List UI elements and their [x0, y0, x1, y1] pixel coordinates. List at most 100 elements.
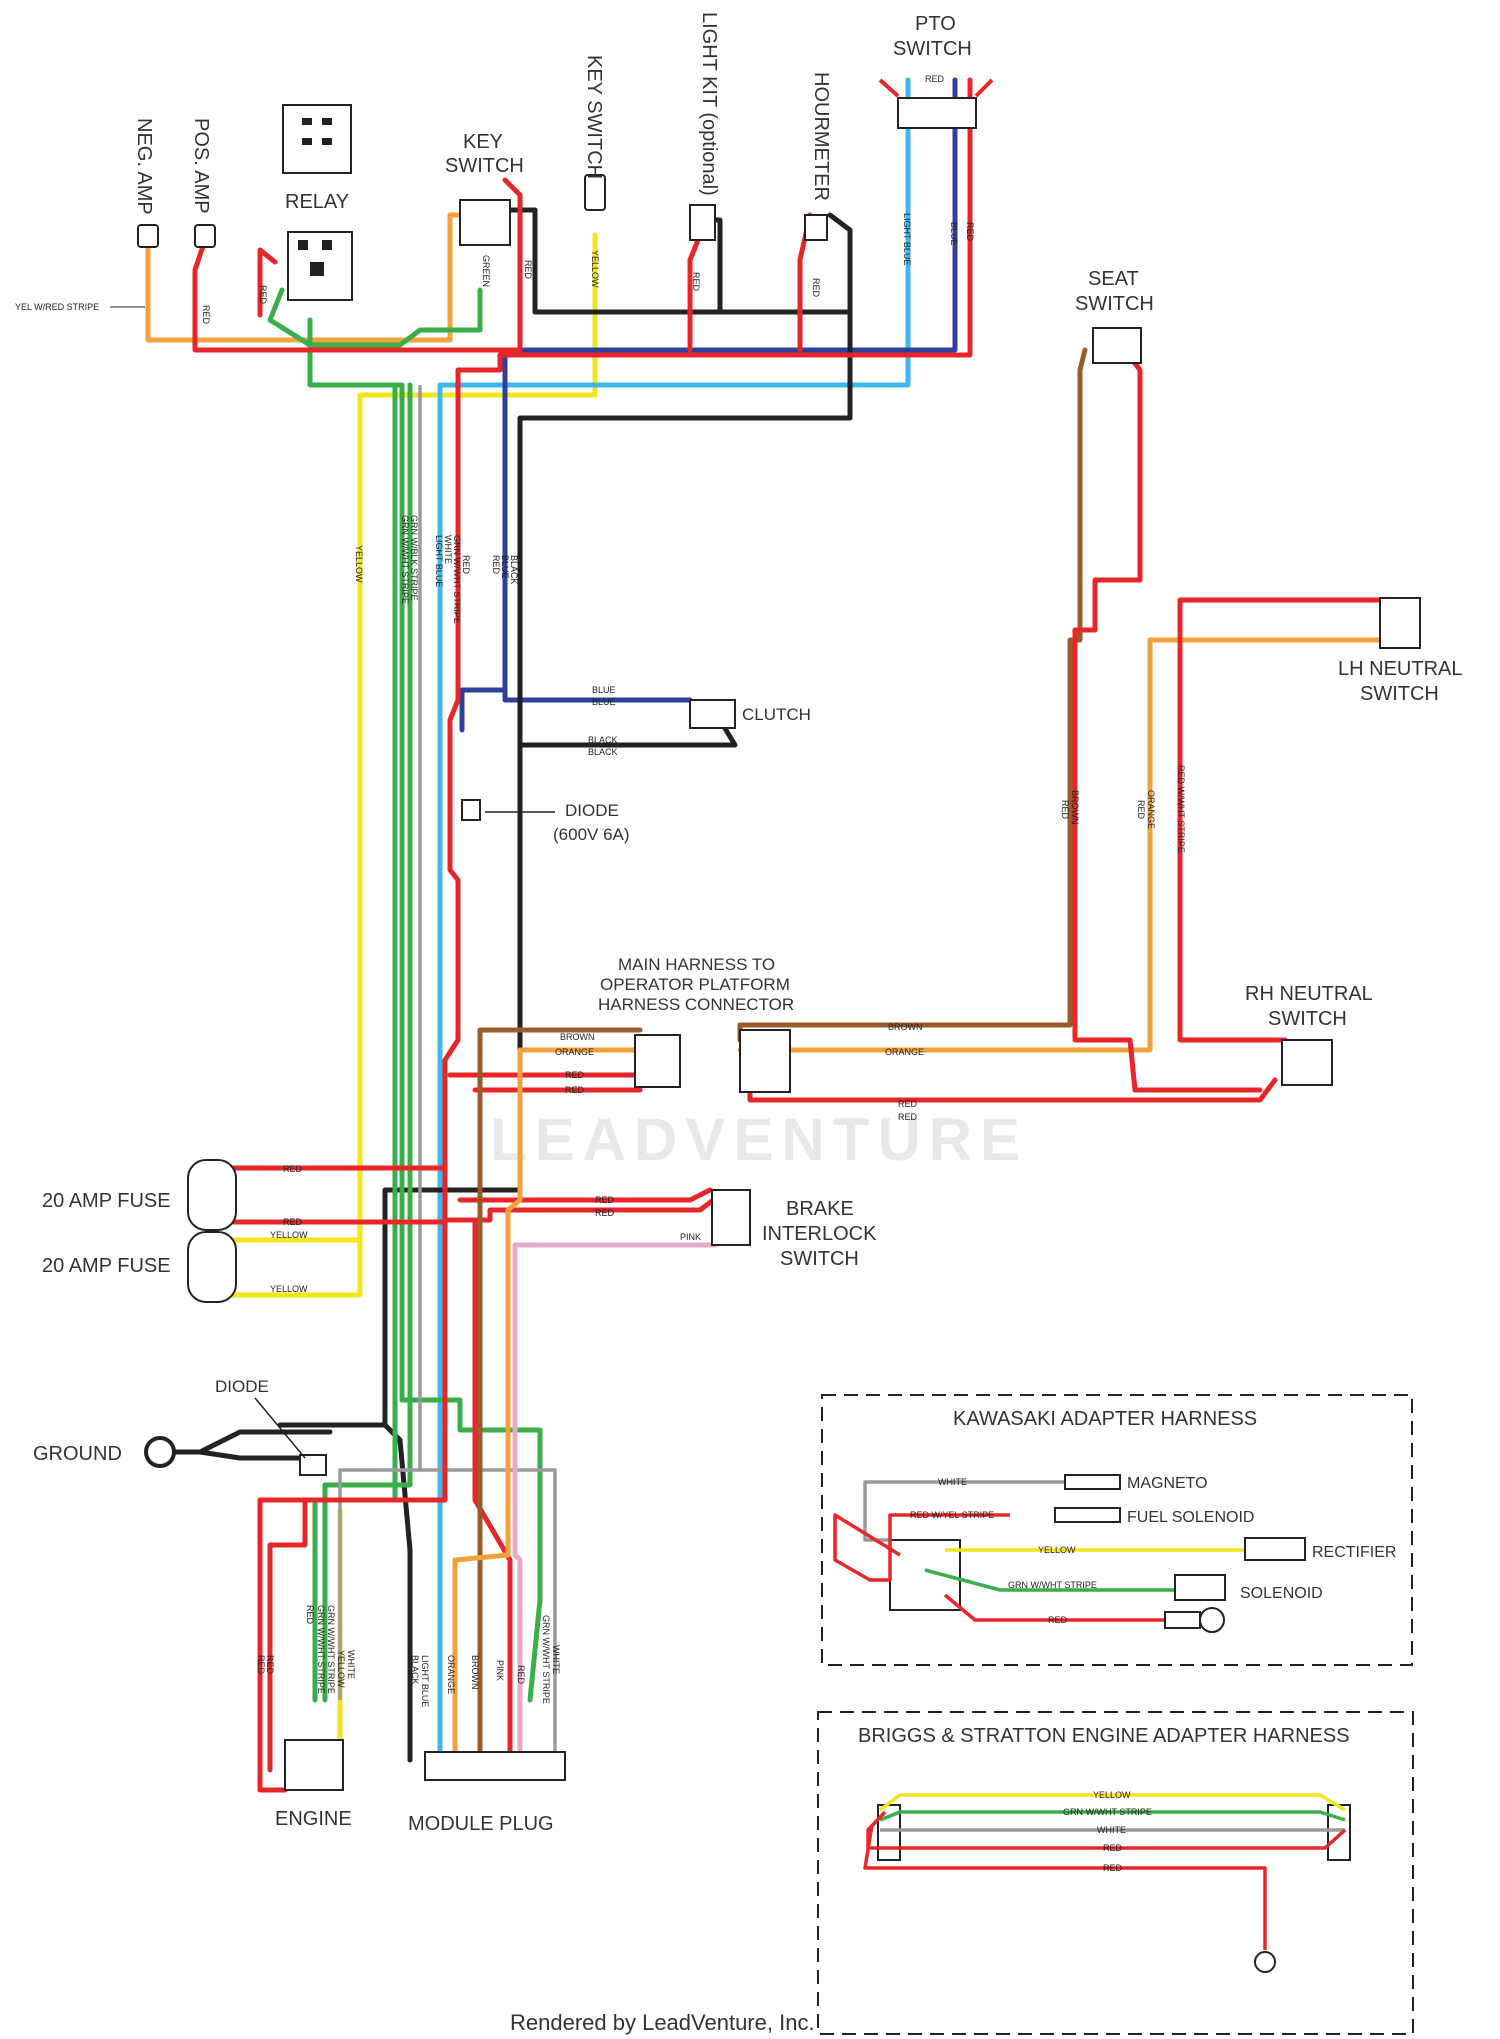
wire-red-light [687, 232, 703, 353]
kawasaki-wire-yellow: YELLOW [1038, 1545, 1076, 1555]
seat-switch-label-bottom: SWITCH [1075, 293, 1154, 315]
wire-pink [512, 1242, 718, 1763]
fuse-1-label: 20 AMP FUSE [42, 1190, 171, 1212]
wire-label-red-key: RED [523, 260, 533, 280]
wire-green-main [307, 317, 543, 1703]
wire-label-red-main: RED [461, 555, 471, 575]
wire-label-yellow-main: YELLOW [354, 545, 364, 583]
wire-label-red-seat-2: RED [1136, 800, 1146, 820]
wire-label-brown-module: BROWN [470, 1655, 480, 1690]
footer-credit: Rendered by LeadVenture, Inc. [510, 2010, 815, 2035]
wire-yellow-main [227, 232, 598, 1298]
wire-label-light-blue-pto: LIGHT BLUE [902, 213, 912, 265]
wire-label-brown-seat: BROWN [1070, 790, 1080, 825]
brake-label-3: SWITCH [780, 1248, 859, 1270]
wire-label-red-relay: RED [258, 285, 268, 305]
wire-black-main [517, 309, 853, 748]
wire-label-grn-wht-engine: GRN W/WHT STRIPE [316, 1605, 326, 1694]
briggs-wire-white: WHITE [1097, 1825, 1126, 1835]
rh-neutral-label-bottom: SWITCH [1268, 1008, 1347, 1030]
rh-neutral-switch-connector [1281, 1039, 1333, 1086]
seat-switch-connector [1092, 327, 1142, 364]
wire-label-green: GREEN [481, 255, 491, 287]
wire-label-grn-wht-module: GRN W/WHT STRIPE [541, 1615, 551, 1704]
wire-label-light-blue-main: LIGHT BLUE [434, 535, 444, 587]
pos-amp-label: POS. AMP [190, 118, 212, 214]
wire-red-seat [1072, 347, 1263, 1093]
briggs-title: BRIGGS & STRATTON ENGINE ADAPTER HARNESS [858, 1725, 1350, 1747]
relay-label: RELAY [285, 191, 349, 213]
wire-label-pink-module: PINK [495, 1660, 505, 1681]
wire-label-red-engine-2: RED [265, 1655, 275, 1675]
brake-label-1: BRAKE [786, 1198, 854, 1220]
wire-grn-blk [322, 382, 413, 1703]
kawasaki-fuel-solenoid-label: FUEL SOLENOID [1127, 1509, 1254, 1526]
wire-label-yellow-key: YELLOW [590, 250, 600, 288]
wire-light-blue [437, 77, 911, 1773]
wire-label-white-module: WHITE [551, 1645, 561, 1674]
wire-red-module [472, 1219, 513, 1763]
kawasaki-wire-red-yel: RED W/YEL STRIPE [910, 1510, 994, 1520]
wire-orange [452, 637, 1393, 1773]
ground-label: GROUND [33, 1443, 122, 1465]
diode-main-label: DIODE [565, 801, 619, 820]
connector-label-1: MAIN HARNESS TO [618, 955, 775, 974]
wire-label-orange-seat: ORANGE [1146, 790, 1156, 829]
fuse-1-holder [187, 1159, 237, 1231]
key-switch-vertical-label: KEY SWITCH [583, 55, 605, 179]
wire-label-black-module: BLACK [410, 1655, 420, 1685]
wire-label-black-clutch-2: BLACK [588, 747, 618, 757]
wire-green-relay [267, 287, 483, 348]
key-switch-label-top: KEY [463, 131, 503, 153]
wire-label-brown-harness: BROWN [560, 1032, 595, 1042]
wire-label-yellow-fuse-1: YELLOW [270, 1230, 308, 1240]
wire-label-red-fuse-2: RED [283, 1217, 303, 1227]
wire-label-red-pto: RED [965, 222, 975, 242]
module-plug-connector [424, 1751, 566, 1781]
wire-label-red-engine-1: RED [256, 1655, 266, 1675]
wire-red-relay [257, 247, 278, 318]
light-kit-connector [689, 204, 716, 241]
seat-switch-label-top: SEAT [1088, 268, 1139, 290]
kawasaki-solenoid-label: SOLENOID [1240, 1585, 1323, 1602]
wire-label-red-pto-top: RED [925, 74, 945, 84]
wire-label-red-harness-2: RED [565, 1085, 585, 1095]
wire-red-engine [257, 1219, 448, 1793]
briggs-wire-yellow: YELLOW [1093, 1790, 1131, 1800]
module-plug-label: MODULE PLUG [408, 1813, 554, 1835]
pto-switch-label-top: PTO [915, 13, 956, 35]
diode-main-symbol [461, 799, 481, 821]
wire-black-light [697, 212, 853, 315]
wire-label-red-seat: RED [1060, 800, 1070, 820]
diode-rating-label: (600V 6A) [553, 825, 630, 844]
kawasaki-rectifier-label: RECTIFIER [1312, 1544, 1396, 1561]
rh-neutral-label-top: RH NEUTRAL [1245, 983, 1373, 1005]
wire-label-orange-module: ORANGE [446, 1655, 456, 1694]
wire-label-yel-red-stripe: YEL W/RED STRIPE [15, 302, 99, 312]
wire-label-blue-pto: BLUE [949, 222, 959, 246]
wire-label-red-module: RED [516, 1665, 526, 1685]
wire-label-red-wht-stripe: RED W/WHT STRIPE [1176, 765, 1186, 853]
pto-switch-connector [878, 78, 994, 129]
wire-blue-clutch [459, 687, 508, 733]
wire-label-red-hour: RED [811, 278, 821, 298]
key-switch-label-bottom: SWITCH [445, 155, 524, 177]
wire-label-orange-harness: ORANGE [555, 1047, 594, 1057]
clutch-connector [689, 699, 736, 729]
wire-label-orange-platform: ORANGE [885, 1047, 924, 1057]
kawasaki-magneto-label: MAGNETO [1127, 1475, 1208, 1492]
wire-label-red-fuse-1: RED [283, 1164, 303, 1174]
ground-terminal [144, 1436, 200, 1468]
wire-label-pink-brake: PINK [680, 1232, 701, 1242]
wire-label-red-engine-3: RED [305, 1605, 315, 1625]
wire-brown [477, 347, 1088, 1773]
wire-label-red-platform-2: RED [898, 1112, 918, 1122]
neg-amp-terminal [137, 224, 159, 248]
hourmeter-label: HOURMETER [810, 72, 832, 201]
key-switch-plug [584, 174, 606, 211]
wire-label-grn-blk: GRN W/BLK STRIPE [409, 515, 419, 601]
platform-connector-left [634, 1034, 681, 1088]
hourmeter-connector [804, 214, 828, 241]
kawasaki-adapter-panel: KAWASAKI ADAPTER HARNESS WHITE RED W/YEL… [821, 1394, 1413, 1666]
wire-red-brake [457, 1187, 713, 1203]
